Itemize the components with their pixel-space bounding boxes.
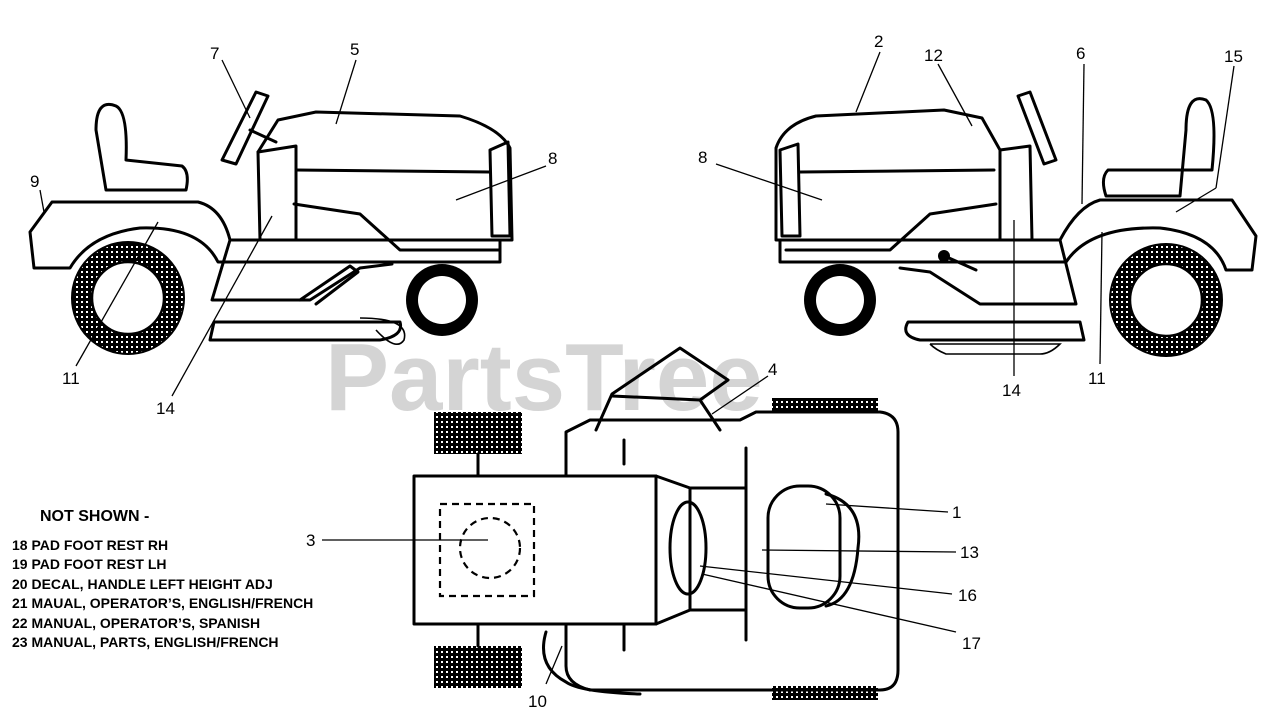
leader-12 (937, 63, 973, 127)
callout-13: 13 (960, 543, 979, 562)
watermark-text: PartsTree (325, 324, 763, 431)
leader-13 (761, 549, 957, 553)
dash-column-left (256, 144, 298, 242)
rear-fender-left (28, 200, 502, 270)
seat-center-top (458, 516, 522, 580)
steering-hub-top (668, 500, 708, 596)
rear-wheel-right (1109, 243, 1223, 357)
not-shown-item: 20 DECAL, HANDLE LEFT HEIGHT ADJ (12, 575, 273, 592)
front-tire-top-left (772, 398, 878, 412)
seat-left (94, 103, 189, 192)
dash-column-right (998, 144, 1034, 242)
leader-8b (715, 163, 823, 201)
callout-8-left: 8 (548, 149, 557, 168)
leader-15-vert (1215, 65, 1235, 189)
not-shown-item: 22 MANUAL, OPERATOR’S, SPANISH (12, 614, 261, 631)
front-wheel-left (406, 264, 478, 336)
dash-panel-top (654, 474, 692, 626)
hood-decal-edge (824, 492, 861, 608)
callout-6: 6 (1076, 44, 1085, 63)
callout-14-right: 14 (1002, 381, 1021, 400)
not-shown-list: NOT SHOWN - 18 PAD FOOT REST RH 19 PAD F… (12, 508, 313, 652)
deck-skirt-right (929, 343, 1062, 355)
callout-15: 15 (1224, 47, 1243, 66)
leader-11a (75, 221, 159, 367)
right-side-view (774, 90, 1258, 357)
steering-wheel-right (1016, 90, 1058, 166)
callout-2: 2 (874, 32, 883, 51)
seat-right (1101, 97, 1216, 198)
front-wheel-right (804, 264, 876, 336)
callout-16: 16 (958, 586, 977, 605)
hood-decal-top (766, 484, 842, 610)
rear-fender-top (412, 474, 658, 626)
pedal-left (298, 264, 360, 306)
callout-9: 9 (30, 172, 39, 191)
front-bumper-top (542, 630, 642, 696)
hood-right (774, 108, 1002, 242)
not-shown-item: 21 MAUAL, OPERATOR’S, ENGLISH/FRENCH (12, 595, 314, 612)
callout-7: 7 (210, 44, 219, 63)
callout-11-right: 11 (1088, 369, 1106, 388)
leader-15-diag (1175, 187, 1217, 213)
steering-shaft-left (248, 128, 278, 144)
callout-10: 10 (528, 692, 547, 711)
leader-9 (39, 189, 45, 213)
leader-2 (855, 51, 881, 113)
leader-lines (39, 51, 1235, 685)
rear-tire-top-left (434, 412, 522, 454)
rear-tire-top-right (434, 646, 522, 688)
grille-right (778, 142, 802, 238)
rear-wheel-left (71, 241, 185, 355)
hood-upper-line-left (294, 168, 492, 174)
front-tire-top-right (772, 686, 878, 700)
callout-5: 5 (350, 40, 359, 59)
leader-1 (825, 503, 949, 513)
lever-knob-right (938, 250, 950, 262)
not-shown-item: 18 PAD FOOT REST RH (12, 537, 169, 553)
not-shown-heading: NOT SHOWN - (40, 508, 150, 525)
seat-outline-top (438, 502, 536, 598)
leader-8a (455, 165, 547, 201)
frame-side-left (210, 238, 394, 302)
callout-11-left: 11 (62, 369, 80, 388)
callout-4: 4 (768, 360, 777, 379)
hood-left (256, 110, 514, 242)
hood-upper-line-right (798, 168, 996, 174)
leader-4 (711, 375, 769, 415)
leader-17 (701, 573, 957, 633)
callout-1: 1 (952, 503, 961, 522)
leader-16 (699, 565, 953, 595)
leader-6 (1081, 63, 1085, 205)
callout-17: 17 (962, 634, 981, 653)
leader-10 (545, 645, 563, 685)
chute-edge-top (610, 394, 702, 402)
leader-11b (1099, 231, 1103, 365)
left-side-view (28, 90, 514, 355)
top-view (412, 346, 900, 700)
leader-5 (335, 59, 357, 125)
not-shown-item: 19 PAD FOOT REST LH (12, 556, 167, 573)
hood-lower-line-right (784, 202, 998, 252)
leader-7 (221, 59, 251, 119)
callout-3: 3 (306, 531, 315, 550)
body-outline-top (564, 410, 900, 692)
callout-14-left: 14 (156, 399, 175, 418)
not-shown-item: 23 MANUAL, PARTS, ENGLISH/FRENCH (12, 634, 279, 651)
mower-deck-left (208, 320, 403, 342)
hood-lower-line-left (292, 202, 502, 252)
frame-side-right (898, 238, 1078, 306)
steering-wheel-left (220, 90, 270, 166)
grille-left (488, 140, 512, 238)
mower-deck-right (904, 320, 1086, 342)
callout-8-right: 8 (698, 148, 707, 167)
callouts: 7 5 8 9 11 14 2 12 6 15 8 14 11 4 3 1 13… (30, 32, 1243, 711)
rear-fender-right (778, 198, 1258, 272)
discharge-chute-top (594, 346, 730, 432)
callout-12: 12 (924, 46, 943, 65)
deck-cable-left (359, 317, 406, 346)
leader-14a (171, 215, 273, 397)
